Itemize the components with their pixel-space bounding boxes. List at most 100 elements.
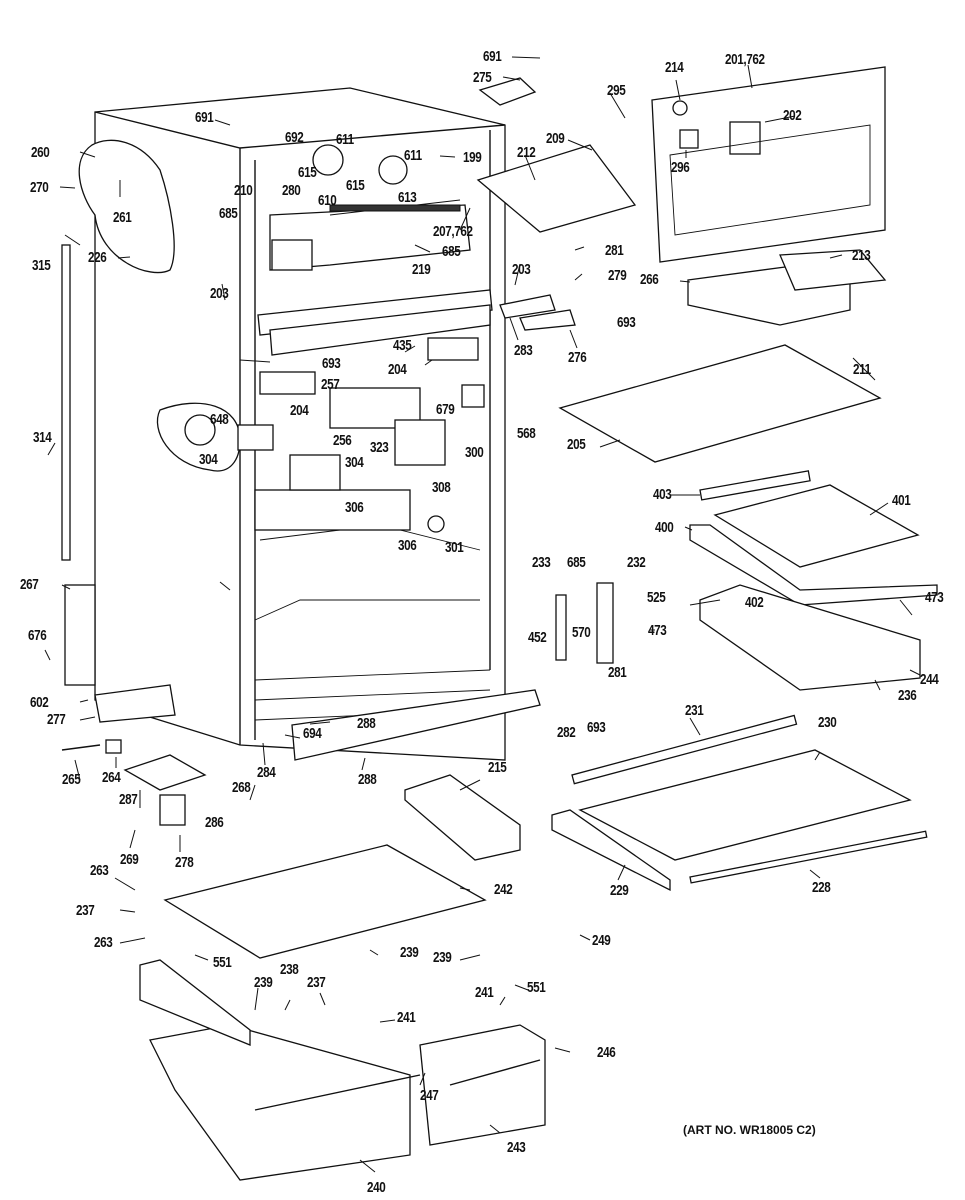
callout-295: 295 xyxy=(607,82,626,99)
callout-261: 261 xyxy=(113,209,132,226)
callout-282: 282 xyxy=(557,724,576,741)
callout-260: 260 xyxy=(31,144,50,161)
callout-568: 568 xyxy=(517,425,536,442)
callout-287: 287 xyxy=(119,791,138,808)
frame-239 xyxy=(139,959,251,1046)
kickplate-277 xyxy=(94,684,176,723)
cover-306 xyxy=(254,489,411,531)
glass-shelf-401 xyxy=(713,484,920,568)
callout-203a: 203 xyxy=(210,285,229,302)
callout-685a: 685 xyxy=(219,205,238,222)
callout-452: 452 xyxy=(528,629,547,646)
thermostat-648 xyxy=(237,424,274,451)
callout-611a: 611 xyxy=(336,131,354,148)
callout-239b: 239 xyxy=(433,949,452,966)
callout-283: 283 xyxy=(514,342,533,359)
grille-288 xyxy=(291,689,541,761)
callout-613: 613 xyxy=(398,189,417,206)
callout-611b: 611 xyxy=(404,147,422,164)
callout-202: 202 xyxy=(783,107,802,124)
handle-247 xyxy=(254,1074,421,1111)
callout-694: 694 xyxy=(303,725,322,742)
callout-257: 257 xyxy=(321,376,340,393)
callout-288b: 288 xyxy=(358,771,377,788)
callout-281a: 281 xyxy=(605,242,624,259)
callout-230: 230 xyxy=(818,714,837,731)
callout-237b: 237 xyxy=(307,974,326,991)
callout-204a: 204 xyxy=(388,361,407,378)
callout-693c: 693 xyxy=(587,719,606,736)
callout-211: 211 xyxy=(853,361,871,378)
hinge-283 xyxy=(499,294,556,319)
callout-199: 199 xyxy=(463,149,482,166)
housing-304 xyxy=(289,454,341,491)
callout-693b: 693 xyxy=(617,314,636,331)
callout-323: 323 xyxy=(370,439,389,456)
callout-244: 244 xyxy=(920,671,939,688)
callout-691: 691 xyxy=(483,48,502,65)
breaker-strip-203 xyxy=(257,289,493,336)
callout-228: 228 xyxy=(812,879,831,896)
callout-284: 284 xyxy=(257,764,276,781)
callout-210: 210 xyxy=(234,182,253,199)
timer-304 xyxy=(184,414,216,446)
callout-203b: 203 xyxy=(512,261,531,278)
glass-shelf-230 xyxy=(578,749,912,861)
callout-207-762: 207,762 xyxy=(433,223,473,240)
callout-280: 280 xyxy=(282,182,301,199)
callout-263a: 263 xyxy=(90,862,109,879)
callout-226: 226 xyxy=(88,249,107,266)
callout-241a: 241 xyxy=(475,984,494,1001)
callout-263b: 263 xyxy=(94,934,113,951)
callout-201-762: 201,762 xyxy=(725,51,765,68)
callout-276: 276 xyxy=(568,349,587,366)
roller-278 xyxy=(159,794,186,826)
callout-610: 610 xyxy=(318,192,337,209)
wire-shelf-205 xyxy=(558,344,882,463)
callout-212: 212 xyxy=(517,144,536,161)
freezer-door-liner-201 xyxy=(651,66,886,263)
callout-237a: 237 xyxy=(76,902,95,919)
callout-229: 229 xyxy=(610,882,629,899)
switch-300 xyxy=(461,384,485,408)
callout-266: 266 xyxy=(640,271,659,288)
rail-228 xyxy=(689,830,928,884)
callout-247: 247 xyxy=(420,1087,439,1104)
crisper-cover-242 xyxy=(163,844,487,959)
crisper-drawer-243 xyxy=(419,1024,546,1146)
shelf-support-233 xyxy=(555,594,567,661)
callout-269: 269 xyxy=(120,851,139,868)
callout-676: 676 xyxy=(28,627,47,644)
callout-264: 264 xyxy=(102,769,121,786)
callout-267: 267 xyxy=(20,576,39,593)
callout-249: 249 xyxy=(592,932,611,949)
callout-551a: 551 xyxy=(213,954,232,971)
callout-570: 570 xyxy=(572,624,591,641)
frame-229 xyxy=(551,809,671,892)
callout-648: 648 xyxy=(210,411,229,428)
callout-236: 236 xyxy=(898,687,917,704)
crisper-pan-236 xyxy=(699,584,921,691)
callout-233: 233 xyxy=(532,554,551,571)
callout-306a: 306 xyxy=(345,499,364,516)
cutaway-top-left xyxy=(78,139,175,274)
callout-314: 314 xyxy=(33,429,52,446)
callout-231: 231 xyxy=(685,702,704,719)
callout-239c: 239 xyxy=(254,974,273,991)
callout-315: 315 xyxy=(32,257,51,274)
bracket-308 xyxy=(394,419,446,466)
crisper-drawer-240 xyxy=(149,1024,411,1181)
handle-246 xyxy=(449,1059,541,1086)
callout-685c: 685 xyxy=(567,554,586,571)
callout-239a: 239 xyxy=(400,944,419,961)
callout-685b: 685 xyxy=(442,243,461,260)
callout-270: 270 xyxy=(30,179,49,196)
callout-240: 240 xyxy=(367,1179,386,1196)
callout-602: 602 xyxy=(30,694,49,711)
fan-motor-610 xyxy=(312,144,344,176)
callout-243: 243 xyxy=(507,1139,526,1156)
leader-lines xyxy=(44,56,921,1173)
callout-691b: 691 xyxy=(195,109,214,126)
callout-204b: 204 xyxy=(290,402,309,419)
callout-238: 238 xyxy=(280,961,299,978)
